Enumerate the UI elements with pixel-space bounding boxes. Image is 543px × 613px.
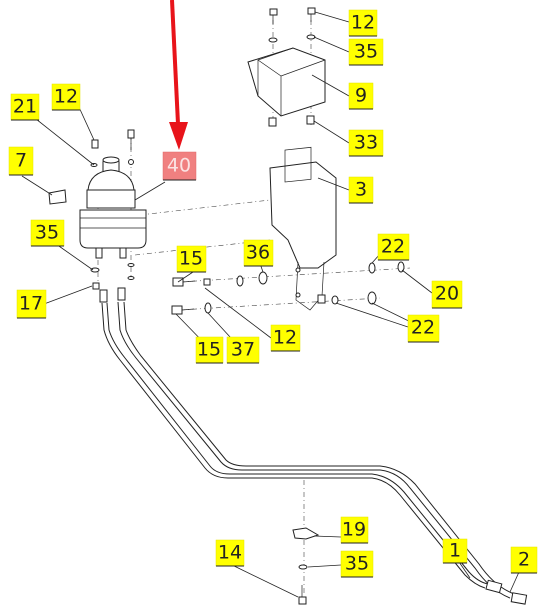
svg-text:22: 22 — [411, 317, 435, 339]
callout-21: 21 — [10, 93, 40, 121]
callout-40-highlight: 40 — [162, 151, 197, 181]
callout-12: 12 — [348, 9, 378, 37]
svg-text:37: 37 — [231, 339, 255, 361]
callout-35: 35 — [348, 38, 384, 66]
svg-text:33: 33 — [354, 132, 378, 154]
svg-text:15: 15 — [179, 248, 203, 270]
callout-labels: 12 35 9 33 3 21 12 — [8, 9, 538, 578]
svg-text:20: 20 — [435, 283, 459, 305]
bottom-parts — [292, 527, 320, 605]
callout-35: 35 — [340, 550, 374, 578]
callout-35: 35 — [30, 219, 65, 247]
callout-17: 17 — [16, 289, 47, 319]
svg-text:19: 19 — [342, 519, 366, 541]
callout-14: 14 — [215, 539, 245, 567]
svg-text:15: 15 — [197, 339, 221, 361]
svg-text:35: 35 — [354, 41, 378, 63]
callout-37: 37 — [226, 336, 260, 364]
callout-20: 20 — [431, 280, 463, 309]
fuel-tank-part — [79, 129, 147, 259]
callout-12: 12 — [51, 83, 81, 111]
bracket-part — [269, 146, 337, 311]
callout-15: 15 — [176, 245, 207, 273]
svg-text:3: 3 — [355, 179, 367, 201]
red-arrow-icon — [169, 0, 188, 150]
svg-text:9: 9 — [355, 85, 367, 107]
callout-15: 15 — [195, 336, 224, 364]
callout-19: 19 — [340, 516, 369, 544]
svg-text:12: 12 — [54, 86, 78, 108]
svg-text:2: 2 — [518, 549, 530, 571]
callout-1: 1 — [442, 538, 468, 564]
top-screws — [268, 7, 316, 127]
svg-text:12: 12 — [273, 327, 297, 349]
svg-text:1: 1 — [449, 540, 461, 562]
svg-text:40: 40 — [167, 155, 191, 177]
callout-22: 22 — [407, 314, 440, 343]
callout-36: 36 — [243, 239, 274, 267]
callout-9: 9 — [348, 82, 374, 110]
svg-text:17: 17 — [19, 293, 43, 315]
callout-2: 2 — [510, 546, 538, 574]
svg-text:7: 7 — [15, 150, 27, 172]
leader-lines — [21, 11, 520, 598]
cover-part — [247, 47, 326, 117]
callout-22: 22 — [377, 233, 410, 261]
fasteners-middle — [171, 261, 405, 315]
svg-text:36: 36 — [246, 242, 270, 264]
svg-text:21: 21 — [13, 96, 37, 118]
svg-text:35: 35 — [35, 222, 59, 244]
svg-text:12: 12 — [351, 12, 375, 34]
callout-7: 7 — [8, 146, 34, 176]
small-parts-left — [48, 139, 135, 303]
callout-12: 12 — [270, 324, 301, 352]
fuel-hoses — [101, 301, 528, 605]
callout-3: 3 — [348, 176, 374, 204]
svg-text:35: 35 — [345, 553, 369, 575]
svg-text:22: 22 — [381, 236, 405, 258]
callout-33: 33 — [348, 129, 384, 157]
svg-text:14: 14 — [218, 542, 242, 564]
